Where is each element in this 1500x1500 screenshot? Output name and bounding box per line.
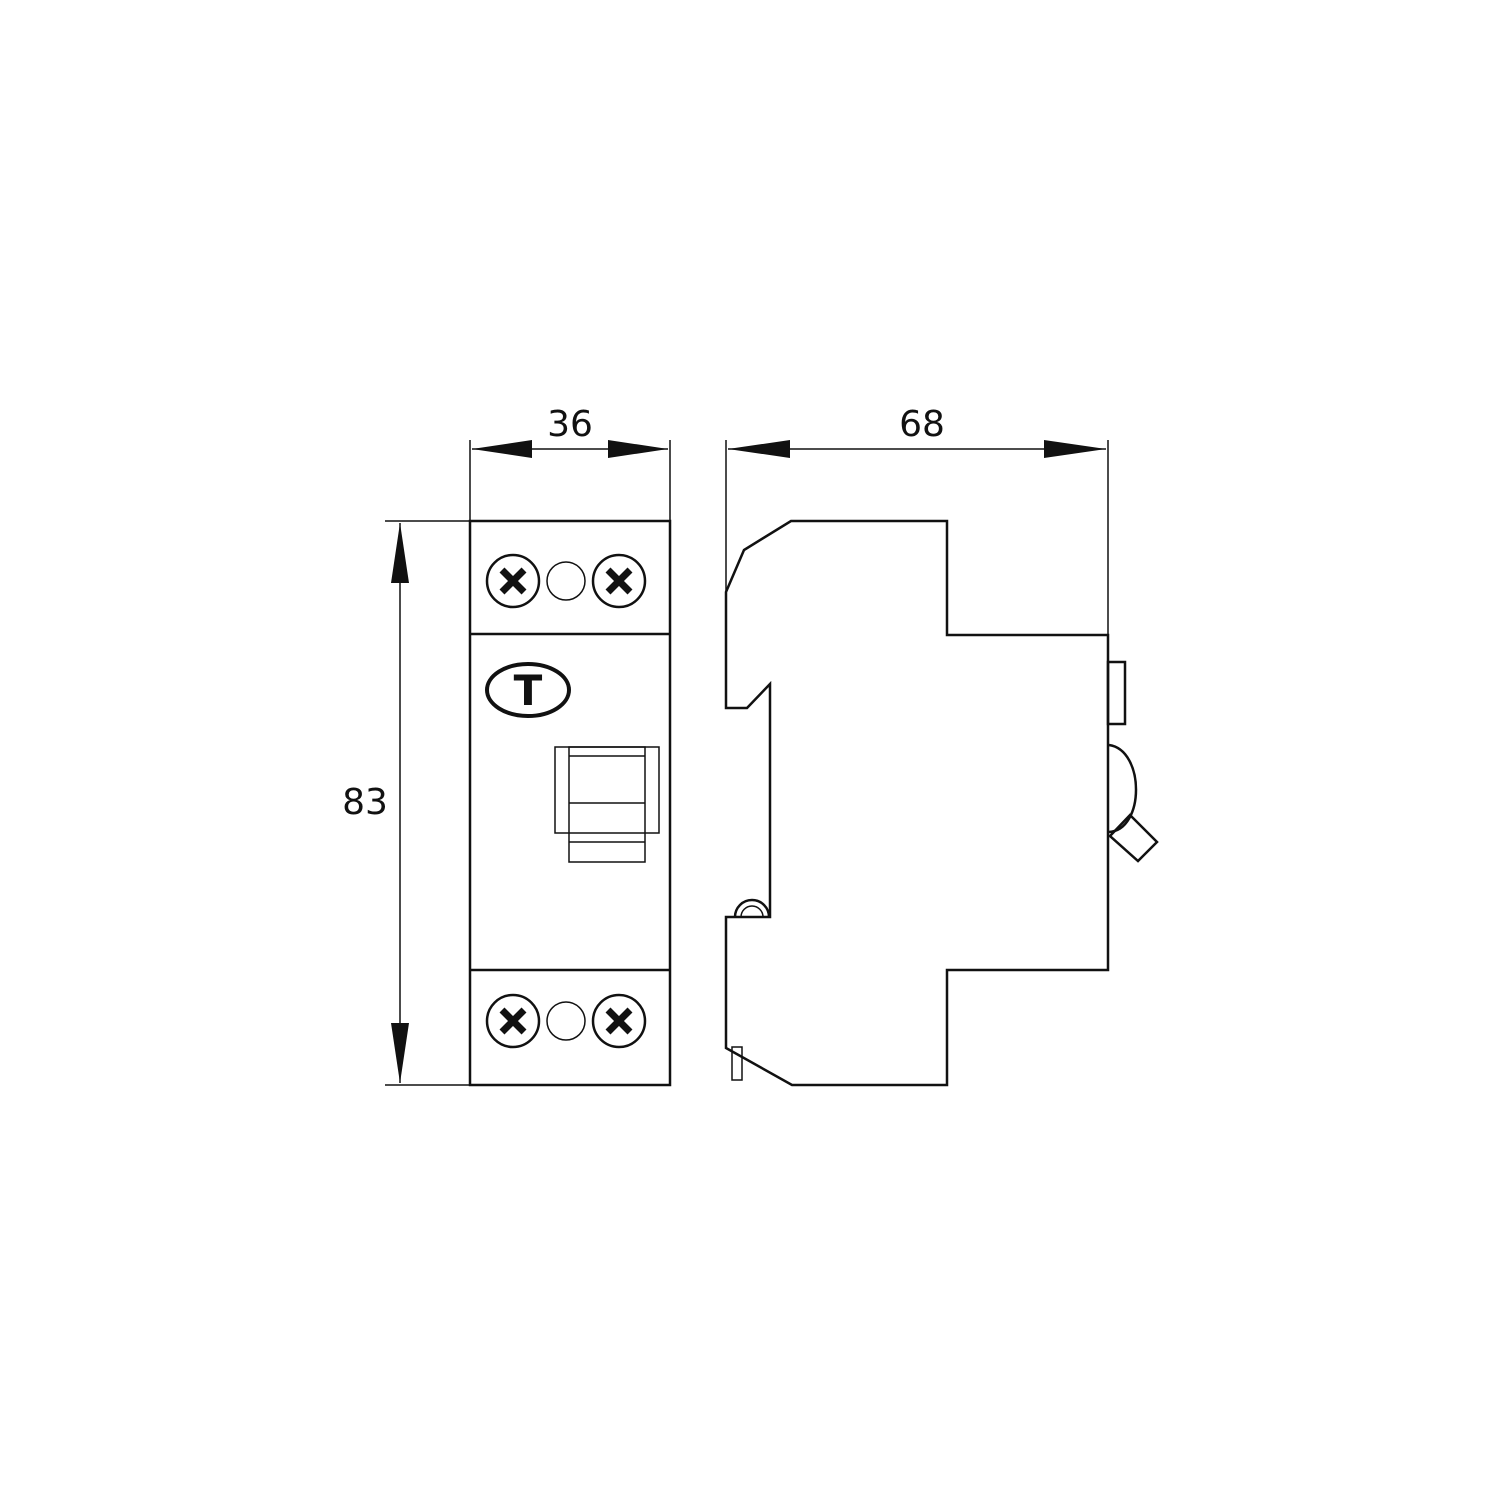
screw-icon (485, 993, 541, 1049)
height-label: 83 (342, 782, 388, 823)
screw-icon (591, 993, 647, 1049)
width-dimension: 36 (469, 404, 671, 521)
front-view: T (468, 519, 672, 1087)
depth-label: 68 (899, 404, 945, 445)
depth-dimension: 68 (725, 404, 1109, 635)
screw-icon (591, 553, 647, 609)
din-clip-pin (731, 1046, 743, 1081)
top-terminals (485, 553, 647, 609)
side-button (1106, 660, 1127, 726)
width-label: 36 (547, 404, 593, 445)
height-dimension: 83 (342, 520, 470, 1086)
terminal-hole-icon (546, 1001, 586, 1041)
toggle-switch (554, 746, 660, 863)
screw-icon (485, 553, 541, 609)
lever-handle (1108, 813, 1159, 863)
terminal-hole-icon (546, 561, 586, 601)
lever-pivot (1108, 743, 1138, 834)
side-view (724, 519, 1159, 1087)
bottom-terminals (485, 993, 647, 1049)
test-button-label: T (514, 666, 543, 715)
test-button: T (485, 662, 571, 718)
